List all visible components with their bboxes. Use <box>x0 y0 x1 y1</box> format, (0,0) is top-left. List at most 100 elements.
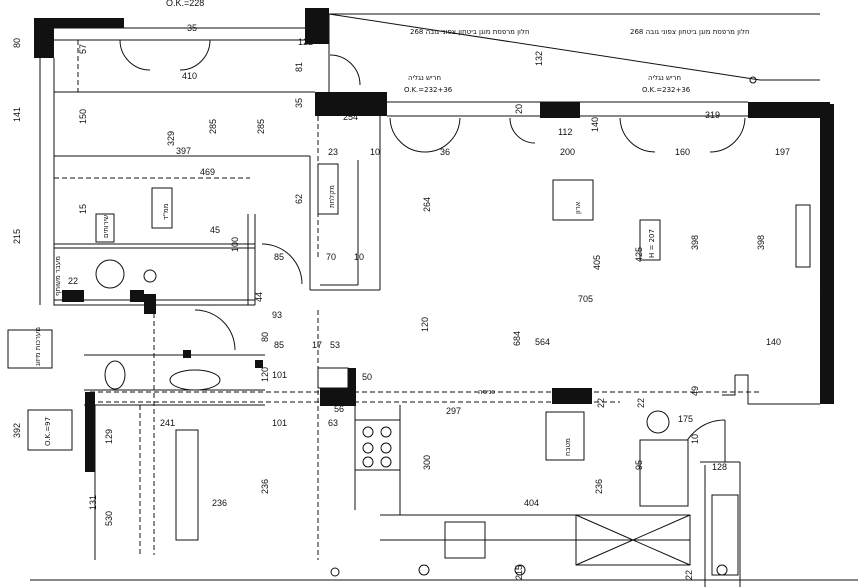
dim-22c: 22 <box>636 398 646 408</box>
h-box-label: H = 207 <box>648 229 656 258</box>
dim-22a: 20 <box>514 104 524 114</box>
sink-left <box>95 259 125 289</box>
dim-93: 93 <box>272 310 282 320</box>
dim-23: 35 <box>187 23 197 33</box>
room-labels: חלון מרפסת מוגן ביטחון צפוני גובה 268 חל… <box>34 28 750 456</box>
dim-141: 141 <box>12 107 22 122</box>
dim-53: 53 <box>330 340 340 350</box>
dim-20: 140 <box>590 117 600 132</box>
shower-drain <box>143 269 157 283</box>
top-ok-label: O.K.=228 <box>166 0 204 8</box>
dim-56: 56 <box>334 404 344 414</box>
thin-walls <box>30 13 858 587</box>
dim-112: 197 <box>775 147 790 157</box>
dim-17: 17 <box>312 340 322 350</box>
dim-140b: 140 <box>766 337 781 347</box>
dim-10c: 131 <box>88 495 98 510</box>
dim-872: 872 <box>820 283 830 298</box>
dim-62: 23 <box>328 147 338 157</box>
bath-note-label: מקלחת <box>328 185 336 208</box>
dim-95: 10 <box>690 434 700 444</box>
dim-70: 70 <box>326 252 336 262</box>
toilet <box>104 360 126 390</box>
dim-297: 297 <box>446 406 461 416</box>
dim-131: 530 <box>104 511 114 526</box>
dim-22e: 22 <box>684 570 694 580</box>
text-boxes <box>7 163 811 541</box>
kitchen-note-label: מטבח <box>564 438 572 456</box>
dim-405: 405 <box>592 255 602 270</box>
fixtures <box>95 76 757 577</box>
dim-285b: 285 <box>256 119 266 134</box>
dim-15: 122 <box>298 37 313 47</box>
dim-469: 469 <box>200 167 215 177</box>
dim-564: 564 <box>535 337 550 347</box>
dim-22d: 215 <box>514 565 524 580</box>
dim-392: 392 <box>12 423 22 438</box>
dim-13: 128 <box>712 462 727 472</box>
frame-left-label: חריש נגליה <box>408 74 441 82</box>
frame-left-ok: O.K.=232+36 <box>404 86 453 94</box>
dim-101a: 101 <box>272 370 287 380</box>
dim-49: 49 <box>690 386 700 396</box>
dim-236b: 236 <box>594 479 604 494</box>
dimension-labels: 410 397 469 122 35 23 254 10 36 200 160 … <box>68 23 790 508</box>
dim-44: 45 <box>210 225 220 235</box>
left-side-label: מעבר משותף <box>54 256 62 296</box>
dim-36: 10 <box>370 147 380 157</box>
dim-397: 397 <box>176 146 191 156</box>
dim-80b: 80 <box>260 332 270 342</box>
dim-300: 300 <box>422 455 432 470</box>
dim-254: 62 <box>294 194 304 204</box>
dim-101b: 101 <box>272 418 287 428</box>
dim-150: 150 <box>78 109 88 124</box>
dim-45: 22 <box>68 276 78 286</box>
entrance-label: כניסה <box>478 388 495 396</box>
dim-215: 215 <box>12 229 22 244</box>
dim-81: 81 <box>294 62 304 72</box>
dim-129: 129 <box>104 429 114 444</box>
bath-basin <box>169 369 221 391</box>
dashed-lines <box>54 40 760 560</box>
dim-329: 329 <box>166 131 176 146</box>
dim-120a: 120 <box>420 317 430 332</box>
pergola-right-label: חלון מרפסת מוגן ביטחון צפוני גובה 268 <box>630 28 750 36</box>
dim-160: 200 <box>560 147 575 157</box>
dim-63: 63 <box>328 418 338 428</box>
dim-705: 705 <box>578 294 593 304</box>
dim-120b: 120 <box>260 367 270 382</box>
toilet-label: שירותים <box>102 215 110 238</box>
dim-404: 236 <box>212 498 227 508</box>
dim-85a: 85 <box>274 252 284 262</box>
dim-215b: 175 <box>678 414 693 424</box>
dim-140a: 112 <box>558 127 572 137</box>
dim-132: 132 <box>534 51 544 66</box>
dim-530: 404 <box>524 498 539 508</box>
dim-128: 44 <box>254 292 264 302</box>
dim-80: 80 <box>12 38 22 48</box>
dim-22b: 22 <box>596 398 606 408</box>
dim-684: 684 <box>512 331 522 346</box>
dimension-labels-vertical: 80 141 215 392 57 150 329 285 285 15 81 … <box>12 38 830 580</box>
dim-10a: 254 <box>343 112 358 122</box>
dim-236a: 236 <box>260 479 270 494</box>
dim-197: 160 <box>675 147 690 157</box>
frame-right-ok: O.K.=232+36 <box>642 86 691 94</box>
dim-122: 15 <box>78 204 88 214</box>
dim-241: 241 <box>160 418 175 428</box>
dim-57: 57 <box>78 44 88 54</box>
dim-100: 100 <box>230 237 240 252</box>
dim-10b: 10 <box>354 252 364 262</box>
dim-50: 50 <box>362 372 372 382</box>
dim-285a: 285 <box>208 119 218 134</box>
column-circle <box>646 410 670 434</box>
dim-264: 264 <box>422 197 432 212</box>
dim-35: 35 <box>294 98 304 108</box>
dim-410: 410 <box>182 71 197 81</box>
dim-398a: 398 <box>690 235 700 250</box>
cooktop <box>354 419 401 471</box>
ok-left-label: O.K.=97 <box>44 417 52 446</box>
dim-425: 425 <box>634 247 644 262</box>
dim-175: 95 <box>634 460 644 470</box>
